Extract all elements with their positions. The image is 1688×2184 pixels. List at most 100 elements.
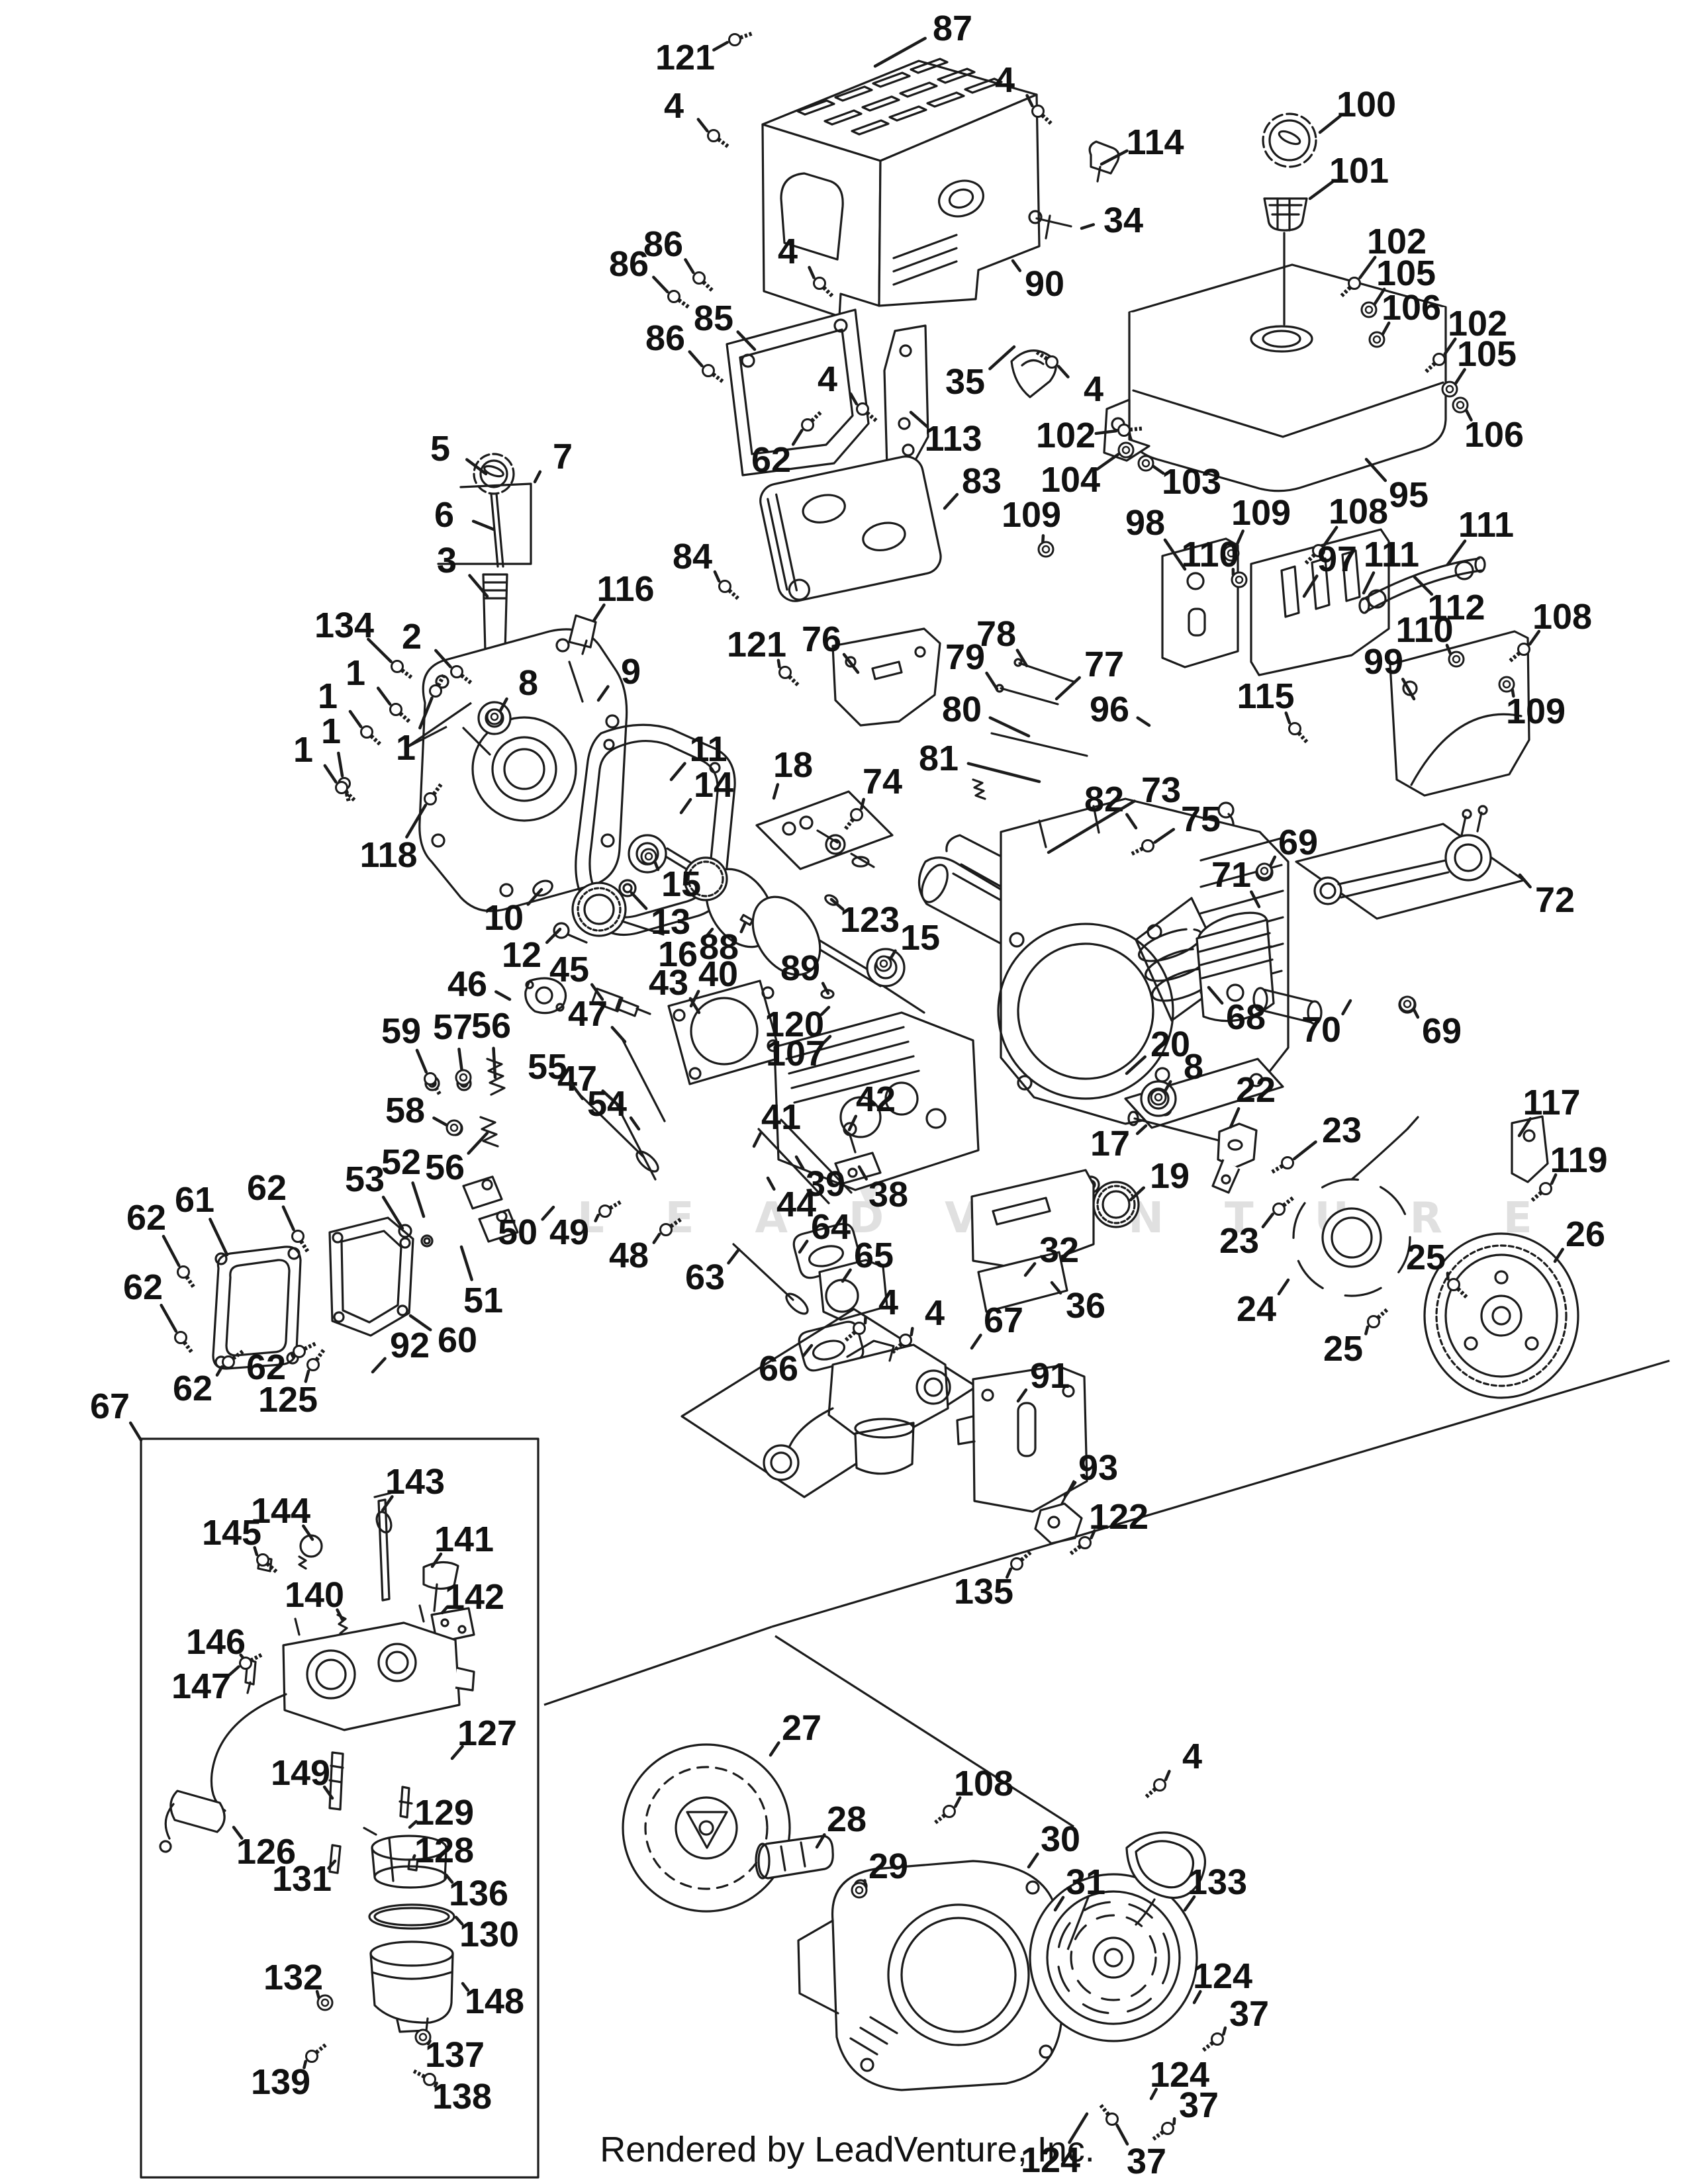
callout-number: 131 bbox=[272, 1859, 332, 1899]
callout-87: 87 bbox=[873, 9, 972, 68]
screw-icon bbox=[1348, 277, 1361, 290]
leader-line bbox=[1080, 223, 1096, 230]
callout-7: 7 bbox=[533, 437, 573, 484]
washer-hole-icon bbox=[1227, 549, 1236, 558]
callout-90: 90 bbox=[1011, 259, 1064, 304]
callout-62: 62 bbox=[173, 1349, 245, 1408]
washer-hole-icon bbox=[1403, 999, 1412, 1009]
callout-number: 109 bbox=[1506, 692, 1566, 731]
screw-thread-icon bbox=[1530, 1191, 1543, 1203]
leader-line bbox=[1068, 2112, 1089, 2144]
screw-icon bbox=[335, 781, 348, 794]
shim-10 bbox=[532, 880, 553, 897]
washer-hole-icon bbox=[320, 1998, 330, 2007]
callout-68: 68 bbox=[1207, 985, 1266, 1037]
leader-line bbox=[323, 764, 338, 784]
callout-83: 83 bbox=[943, 461, 1002, 510]
screw-thread-icon bbox=[717, 137, 730, 149]
callout-1: 1 bbox=[321, 711, 351, 802]
screw-thread-icon bbox=[303, 1342, 317, 1351]
leader-line bbox=[776, 659, 781, 668]
screw-thread-icon bbox=[250, 1653, 263, 1662]
leader-line bbox=[1358, 255, 1377, 279]
callout-number: 29 bbox=[868, 1846, 908, 1886]
screw-thread-icon bbox=[1424, 361, 1436, 374]
leader-line bbox=[988, 345, 1016, 371]
valve-spring-56b bbox=[479, 1116, 499, 1148]
leader-line bbox=[988, 716, 1031, 738]
washer-hole-icon bbox=[1041, 545, 1051, 554]
callout-66: 66 bbox=[759, 1343, 814, 1388]
callout-103: 103 bbox=[1137, 455, 1221, 502]
leader-line bbox=[1464, 408, 1473, 422]
callout-23: 23 bbox=[1270, 1111, 1362, 1174]
callout-89: 89 bbox=[780, 948, 830, 995]
leader-line bbox=[1229, 1107, 1241, 1129]
group-line bbox=[405, 702, 472, 749]
screw-thread-icon bbox=[432, 1083, 442, 1096]
washer-icon bbox=[445, 1119, 463, 1136]
washer-hole-icon bbox=[459, 1073, 468, 1082]
callout-19: 19 bbox=[1129, 1156, 1190, 1202]
callout-number: 73 bbox=[1141, 770, 1181, 810]
leader-line bbox=[794, 1155, 805, 1171]
leader-line bbox=[290, 1353, 295, 1359]
screw-thread-icon bbox=[436, 673, 446, 687]
callout-64: 64 bbox=[798, 1207, 851, 1254]
washer-hole-icon bbox=[855, 1886, 864, 1895]
leader-line bbox=[1023, 1262, 1037, 1277]
leader-line bbox=[1162, 1080, 1172, 1094]
callout-number: 139 bbox=[251, 2062, 310, 2102]
screw-thread-icon bbox=[865, 411, 878, 423]
callout-9: 9 bbox=[596, 652, 641, 702]
callout-1: 1 bbox=[293, 730, 357, 802]
callout-number: 106 bbox=[1464, 415, 1524, 455]
leader-line bbox=[1401, 678, 1416, 701]
valve-spring-56 bbox=[486, 1058, 506, 1096]
washer-icon bbox=[1137, 455, 1154, 472]
callout-number: 30 bbox=[1041, 1819, 1080, 1859]
callout-number: 1 bbox=[321, 711, 341, 751]
washer-hole-icon bbox=[418, 2032, 428, 2042]
leader-line bbox=[1055, 676, 1081, 701]
leader-line bbox=[1053, 1895, 1065, 1912]
leader-line bbox=[1550, 1173, 1558, 1185]
leader-line bbox=[434, 649, 452, 668]
leader-line bbox=[1381, 321, 1391, 336]
leader-line bbox=[985, 671, 999, 691]
callout-143: 143 bbox=[381, 1462, 445, 1512]
callout-number: 111 bbox=[1364, 535, 1419, 574]
screw-icon bbox=[1010, 1557, 1023, 1570]
leader-line bbox=[415, 1048, 428, 1074]
leader-line bbox=[1005, 1567, 1013, 1579]
callout-number: 37 bbox=[1179, 2085, 1219, 2125]
screw-icon bbox=[293, 1345, 306, 1358]
washer-hole-icon bbox=[1456, 400, 1465, 410]
screw-icon bbox=[424, 1072, 437, 1085]
callout-number: 124 bbox=[1150, 2055, 1209, 2095]
callout-number: 144 bbox=[251, 1491, 310, 1531]
callout-number: 116 bbox=[596, 569, 654, 609]
screw-thread-icon bbox=[314, 1348, 326, 1361]
callout-number: 10 bbox=[484, 898, 524, 938]
leader-line bbox=[461, 1981, 470, 1992]
screw-icon bbox=[1447, 1278, 1460, 1291]
washer-hole-icon bbox=[1502, 680, 1511, 689]
leader-line bbox=[498, 697, 508, 713]
callout-number: 27 bbox=[782, 1708, 821, 1748]
callout-27: 27 bbox=[769, 1708, 821, 1757]
washer-icon bbox=[316, 1994, 334, 2011]
callout-26: 26 bbox=[1553, 1214, 1605, 1263]
callout-number: 62 bbox=[123, 1267, 163, 1307]
leader-line bbox=[1373, 287, 1386, 306]
callout-number: 113 bbox=[924, 419, 982, 459]
screw-icon bbox=[1153, 1778, 1166, 1792]
leader-line bbox=[766, 1176, 776, 1191]
callout-number: 98 bbox=[1125, 503, 1165, 543]
callout-number: 143 bbox=[385, 1462, 445, 1502]
leader-line bbox=[821, 981, 830, 995]
leader-line bbox=[215, 1365, 224, 1377]
screw-thread-icon bbox=[1130, 846, 1144, 856]
callout-40: 40 bbox=[689, 954, 738, 1008]
screw-thread-icon bbox=[182, 1341, 194, 1354]
